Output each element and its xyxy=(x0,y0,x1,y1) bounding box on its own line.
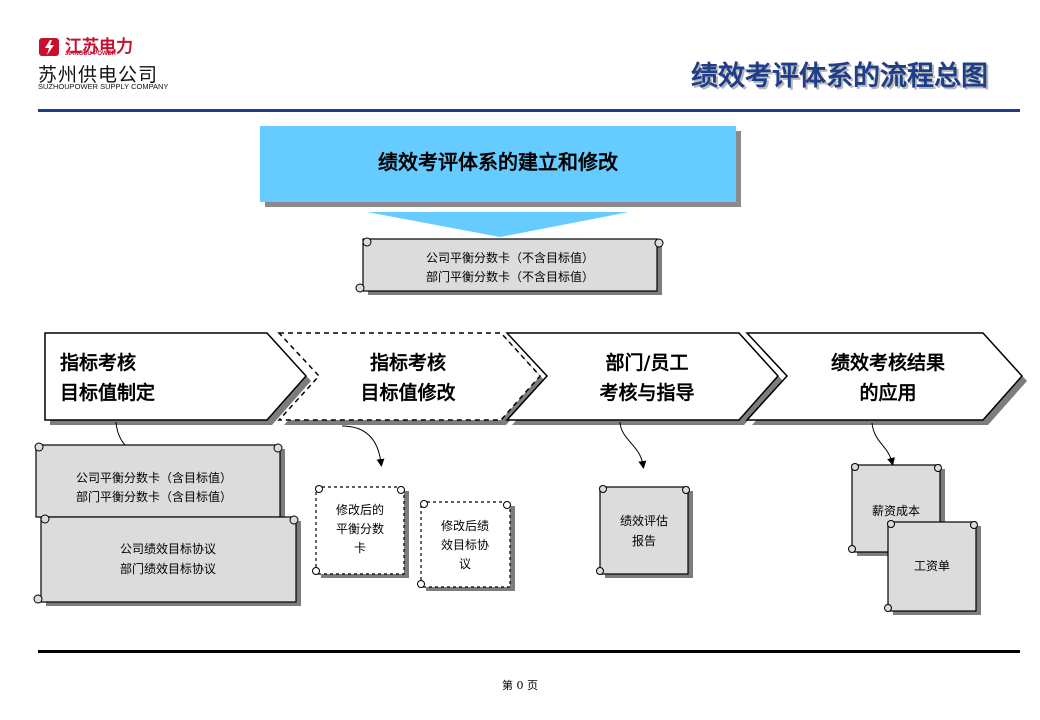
scroll-line: 卡 xyxy=(354,541,366,555)
stage-label: 指标考核 xyxy=(370,351,446,374)
scroll-line: 部门绩效目标协议 xyxy=(120,561,216,576)
stage-label: 绩效考核结果 xyxy=(831,351,945,374)
stage-4-arrow: 绩效考核结果 的应用 xyxy=(745,332,1027,425)
stage-label: 目标值制定 xyxy=(60,381,155,404)
scroll-line: 部门平衡分数卡（不含目标值） xyxy=(426,269,594,284)
stage-label: 部门/员工 xyxy=(606,351,689,374)
stage-2-arrow: 指标考核 目标值修改 xyxy=(277,332,545,425)
page-number: 第 0 页 xyxy=(502,679,538,692)
scroll-line: 修改后绩 xyxy=(441,518,489,533)
footer-divider xyxy=(38,650,1020,653)
scroll-scorecard-with-targets: 公司平衡分数卡（含目标值） 部门平衡分数卡（含目标值） xyxy=(34,442,285,521)
banner-title: 绩效考评体系的建立和修改 xyxy=(378,150,619,174)
scroll-revised-scorecard: 修改后的 平衡分数 卡 xyxy=(312,485,409,578)
scroll-line: 报告 xyxy=(632,533,656,548)
logo-cn-text: 江苏电力 xyxy=(65,37,133,57)
scroll-evaluation-report: 绩效评估 报告 xyxy=(596,485,693,578)
logo-en-text: JIANGSU POWER xyxy=(65,51,117,57)
page-title: 绩效考评体系的流程总图 xyxy=(691,61,988,92)
connector-arrow xyxy=(341,425,385,467)
scroll-line: 修改后的 xyxy=(336,502,384,517)
header-divider xyxy=(38,109,1020,112)
brand-logo: 江苏电力 xyxy=(38,36,133,58)
top-banner: 绩效考评体系的建立和修改 xyxy=(260,126,741,237)
scroll-performance-agreement: 公司绩效目标协议 部门绩效目标协议 xyxy=(33,514,301,606)
stage-3-arrow: 部门/员工 考核与指导 xyxy=(505,332,783,425)
connector-arrow xyxy=(619,421,647,469)
scroll-revised-agreement: 修改后绩 效目标协 议 xyxy=(417,500,515,591)
scroll-line: 公司绩效目标协议 xyxy=(120,541,216,556)
scroll-payroll: 工资单 xyxy=(884,520,981,615)
scroll-line: 薪资成本 xyxy=(872,504,920,518)
scroll-line: 议 xyxy=(459,557,471,571)
stage-label: 目标值修改 xyxy=(360,381,456,404)
logo-mark-icon xyxy=(39,38,59,56)
scroll-line: 公司平衡分数卡（含目标值） xyxy=(76,470,232,485)
stage-label: 的应用 xyxy=(859,381,916,404)
company-name-cn: 苏州供电公司 xyxy=(38,64,159,86)
scroll-line: 工资单 xyxy=(914,559,950,573)
stage-label: 考核与指导 xyxy=(599,381,694,404)
stage-1-arrow: 指标考核 目标值制定 xyxy=(44,332,311,425)
company-name-en: SUZHOUPOWER SUPPLY COMPANY xyxy=(38,82,169,91)
scroll-line: 效目标协 xyxy=(441,537,489,552)
scroll-line: 平衡分数 xyxy=(336,521,384,536)
stage-label: 指标考核 xyxy=(60,351,136,374)
scroll-line: 绩效评估 xyxy=(620,513,668,528)
connector-arrow xyxy=(871,422,895,466)
scroll-line: 公司平衡分数卡（不含目标值） xyxy=(426,250,594,265)
scroll-balanced-scorecard: 公司平衡分数卡（不含目标值） 部门平衡分数卡（不含目标值） xyxy=(355,237,664,295)
scroll-line: 部门平衡分数卡（含目标值） xyxy=(76,489,232,504)
